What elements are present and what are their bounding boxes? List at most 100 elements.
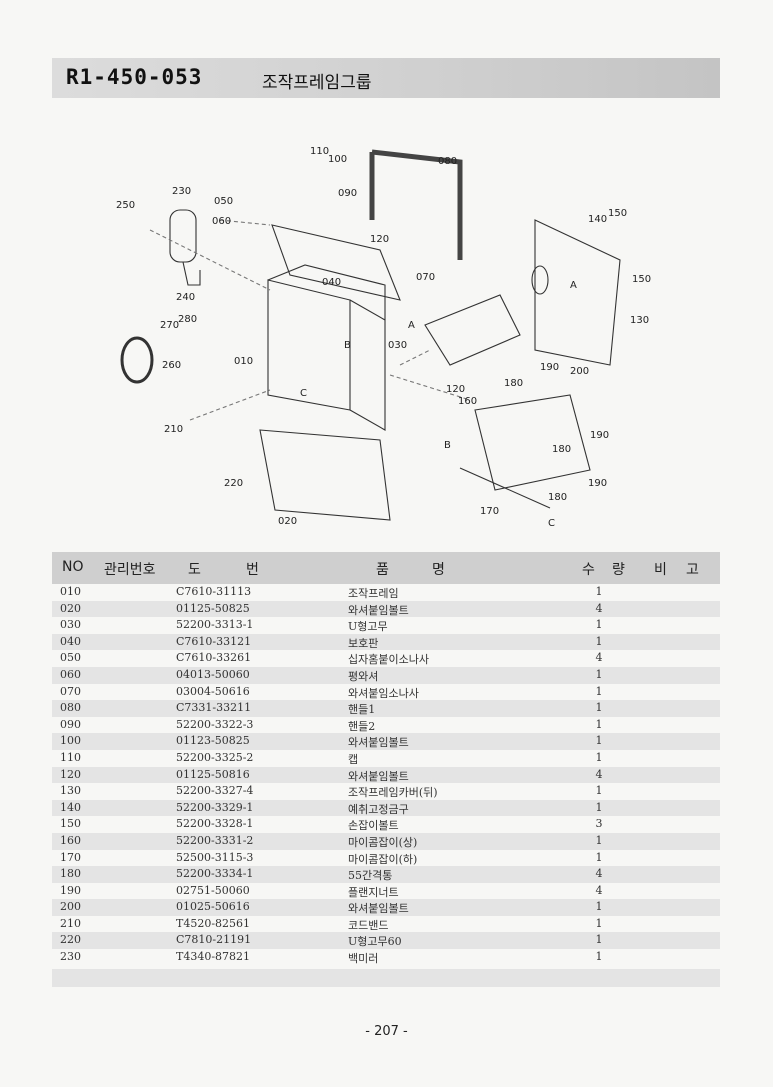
part-no: 050 (60, 651, 81, 665)
callout-090: 090 (338, 188, 357, 199)
quantity: 1 (595, 950, 603, 964)
part-name: U형고무 (348, 620, 388, 634)
callout-110: 110 (310, 146, 329, 157)
callout-190c: 190 (588, 478, 607, 489)
callout-c: C (300, 388, 307, 399)
callout-150b: 150 (632, 274, 651, 285)
quantity: 1 (595, 916, 603, 930)
exploded-parts-diagram: 110 100 080 090 230 250 050 060 120 140 … (116, 146, 651, 529)
part-name: 조작프레임 (348, 587, 399, 600)
quantity: 4 (595, 767, 603, 781)
part-number: C7610-33121 (176, 634, 252, 648)
callout-b-ref: B (444, 440, 451, 451)
part-name: 와셔붙임소나사 (348, 686, 419, 700)
quantity: 1 (595, 800, 603, 814)
part-no: 190 (60, 883, 81, 897)
part-no: 220 (60, 933, 81, 947)
part-no: 020 (60, 601, 81, 615)
part-name: 핸들2 (348, 719, 376, 733)
part-number: 01125-50825 (176, 601, 250, 615)
part-no: 210 (60, 916, 81, 930)
callout-270: 270 (160, 320, 179, 331)
part-name: 와셔붙임볼트 (348, 736, 409, 750)
part-number: T4340-87821 (176, 950, 251, 964)
part-no: 160 (60, 833, 81, 847)
header-drawing-a: 도 (188, 562, 201, 578)
part-name: 핸들1 (348, 703, 376, 717)
quantity: 4 (595, 651, 603, 665)
part-name: 조작프레임카버(뒤) (348, 786, 438, 800)
quantity: 1 (595, 684, 603, 698)
part-number: 52500-3115-3 (176, 850, 254, 864)
part-no: 180 (60, 867, 81, 881)
part-name: U형고무60 (348, 935, 402, 949)
part-no: 040 (60, 634, 81, 648)
part-name: 마이콤잡이(하) (348, 852, 418, 866)
header-qty-b: 량 (612, 562, 625, 578)
part-no: 080 (60, 701, 81, 715)
part-number: 01025-50616 (176, 900, 250, 914)
callout-050: 050 (214, 196, 233, 207)
header-note-a: 비 (654, 562, 667, 578)
part-name: 캡 (348, 752, 359, 766)
callout-190b: 190 (590, 430, 609, 441)
header-drawing-b: 번 (246, 562, 259, 578)
header-name-b: 명 (432, 562, 445, 578)
part-number: 52200-3331-2 (176, 833, 254, 847)
part-no: 120 (60, 767, 81, 781)
part-number: 52200-3328-1 (176, 817, 254, 831)
part-no: 090 (60, 717, 81, 731)
quantity: 4 (595, 883, 603, 897)
callout-180: 180 (504, 378, 523, 389)
part-name: 손잡이볼트 (348, 819, 399, 833)
quantity: 1 (595, 933, 603, 947)
part-name: 마이콤잡이(상) (348, 835, 418, 849)
callout-180b: 180 (552, 444, 571, 455)
callout-180c: 180 (548, 492, 567, 503)
part-number: 52200-3329-1 (176, 800, 254, 814)
callout-190: 190 (540, 362, 559, 373)
part-number: 52200-3334-1 (176, 867, 254, 881)
table-header: NO 관리번호 도 번 품 명 수 량 비 고 (52, 552, 720, 584)
callout-060: 060 (212, 216, 231, 227)
part-number: 52200-3322-3 (176, 717, 254, 731)
callout-220: 220 (224, 478, 243, 489)
group-code: R1-450-053 (66, 65, 203, 89)
part-no: 100 (60, 734, 81, 748)
callout-070: 070 (416, 272, 435, 283)
part-number: 01125-50816 (176, 767, 250, 781)
header-mgmt-no: 관리번호 (104, 562, 156, 578)
part-name: 와셔붙임볼트 (348, 902, 409, 916)
quantity: 1 (595, 717, 603, 731)
header-note-b: 고 (686, 562, 699, 578)
part-number: 01123-50825 (176, 734, 250, 748)
part-name: 와셔붙임볼트 (348, 769, 409, 783)
quantity: 1 (595, 701, 603, 715)
part-number: C7610-33261 (176, 651, 252, 665)
quantity: 1 (595, 850, 603, 864)
part-no: 140 (60, 800, 81, 814)
callout-040: 040 (322, 277, 341, 288)
callout-120: 120 (370, 234, 389, 245)
table-row: 120 01125-50816 와셔붙임볼트 4 (52, 766, 720, 784)
quantity: 1 (595, 900, 603, 914)
quantity: 1 (595, 618, 603, 632)
table-row: 200 01025-50616 와셔붙임볼트 1 (52, 899, 720, 916)
callout-100: 100 (328, 154, 347, 165)
part-number: C7810-21191 (176, 933, 252, 947)
table-footer-band (52, 969, 720, 987)
callout-170: 170 (480, 506, 499, 517)
callout-210: 210 (164, 424, 183, 435)
part-no: 200 (60, 900, 81, 914)
page-number: - 207 - (365, 1024, 408, 1039)
